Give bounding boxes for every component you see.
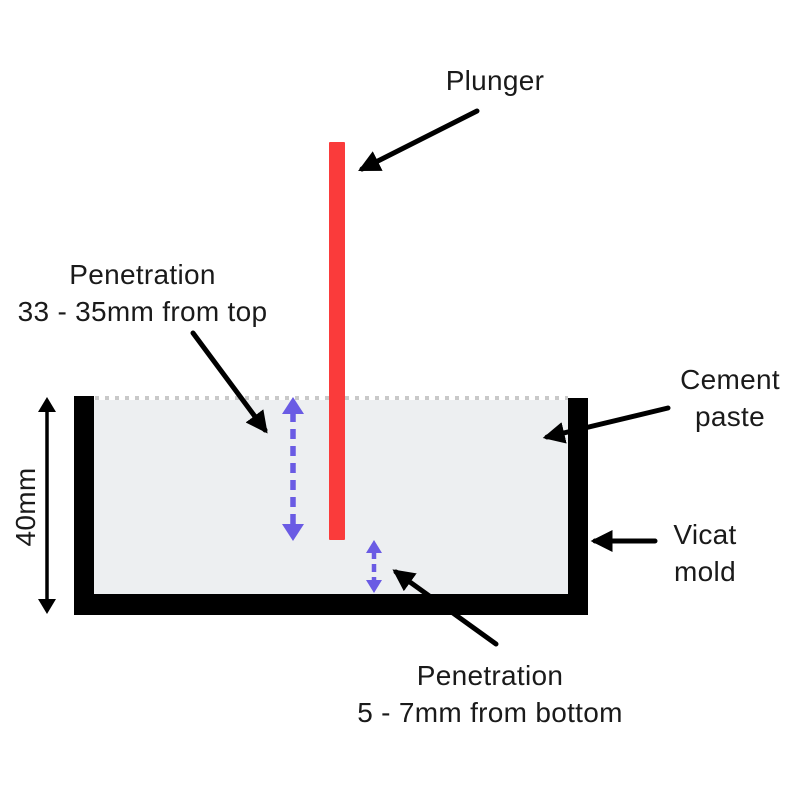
mold-bottom-wall — [74, 594, 588, 615]
cement-paste-label-line2: paste — [695, 401, 765, 432]
vicat-mold-label: Vicat mold — [630, 516, 780, 590]
penetration-bottom-label-line2: 5 - 7mm from bottom — [357, 697, 623, 728]
penetration-top-label: Penetration 33 - 35mm from top — [0, 256, 285, 330]
plunger-label-arrow — [358, 108, 480, 172]
penetration-bottom-label-line1: Penetration — [416, 660, 564, 691]
mold-left-wall — [74, 396, 94, 615]
vicat-mold-label-line2: mold — [674, 556, 736, 587]
penetration-bottom-label: Penetration 5 - 7mm from bottom — [325, 657, 655, 731]
cement-paste-label-line1: Cement — [680, 364, 780, 395]
mold-height-label: 40mm — [10, 467, 41, 547]
vicat-mold-label-line1: Vicat — [673, 519, 737, 550]
penetration-top-label-line2: 33 - 35mm from top — [17, 296, 268, 327]
plunger-label: Plunger — [445, 65, 545, 96]
mold-right-wall — [568, 398, 588, 615]
penetration-top-label-line1: Penetration — [69, 259, 216, 290]
cement-paste-label: Cement paste — [655, 361, 800, 435]
plunger-rod — [329, 142, 345, 540]
